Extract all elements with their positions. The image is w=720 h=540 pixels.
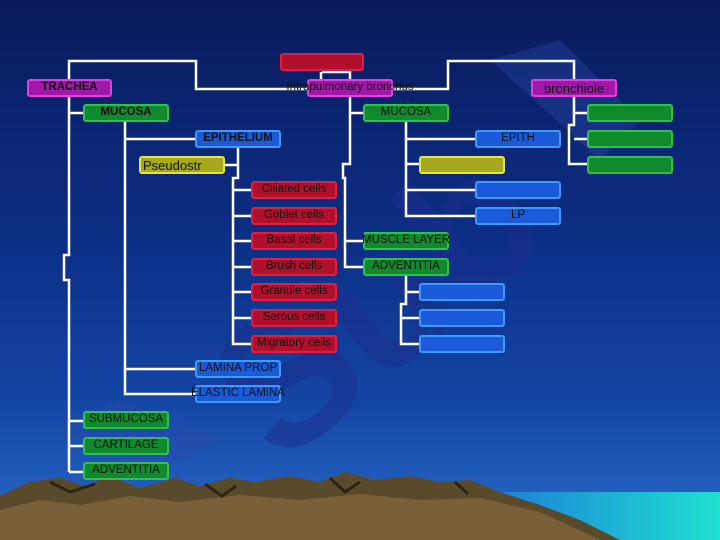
bronchus-blue-box-1 [475,181,561,199]
bronchiole-child-box-3 [587,156,673,174]
serous-cells-box: Serous cells [251,309,337,327]
trachea-adventitia-box: ADVENTITIA [83,462,169,480]
granule-cells-box: Granule cells [251,283,337,301]
bronchus-epith-type-box [419,156,505,174]
epithelium-box: EPITHELIUM [195,130,281,148]
basal-cells-box: Basal cells [251,232,337,250]
ciliated-cells-box: Ciliated cells [251,181,337,199]
bronchus-lp-box: LP [475,207,561,225]
bronchus-mucosa-box: MUCOSA [363,104,449,122]
trachea-mucosa-box: MUCOSA [83,104,169,122]
cartilage-box: CARTILAGE [83,437,169,455]
goblet-cells-box: Goblet cells [251,207,337,225]
migratory-cells-box: Migratory cells [251,335,337,353]
bronchiole-box: bronchiole [531,79,617,97]
brush-cells-box: Brush cells [251,258,337,276]
bronchus-epith-box: EPITH [475,130,561,148]
pseudostratified-box: Pseudostr [139,156,225,174]
bronchiole-child-box-1 [587,104,673,122]
bronchiole-child-box-2 [587,130,673,148]
adventitia-blue-box-1 [419,283,505,301]
intrapulmonary-bronchus-box: Intrapulmonary bronchus [286,79,414,97]
trachea-box: TRACHEA [27,79,112,97]
bronchus-adventitia-box: ADVENTITIA [363,258,449,276]
adventitia-blue-box-3 [419,335,505,353]
elastic-lamina-box: ELASTIC LAMINA [191,385,285,403]
muscle-layer-box: MUSCLE LAYER [362,232,450,250]
lamina-propria-box: LAMINA PROP [195,360,281,378]
submucosa-box: SUBMUCOSA [83,411,169,429]
adventitia-blue-box-2 [419,309,505,327]
top-root-box [280,53,364,71]
